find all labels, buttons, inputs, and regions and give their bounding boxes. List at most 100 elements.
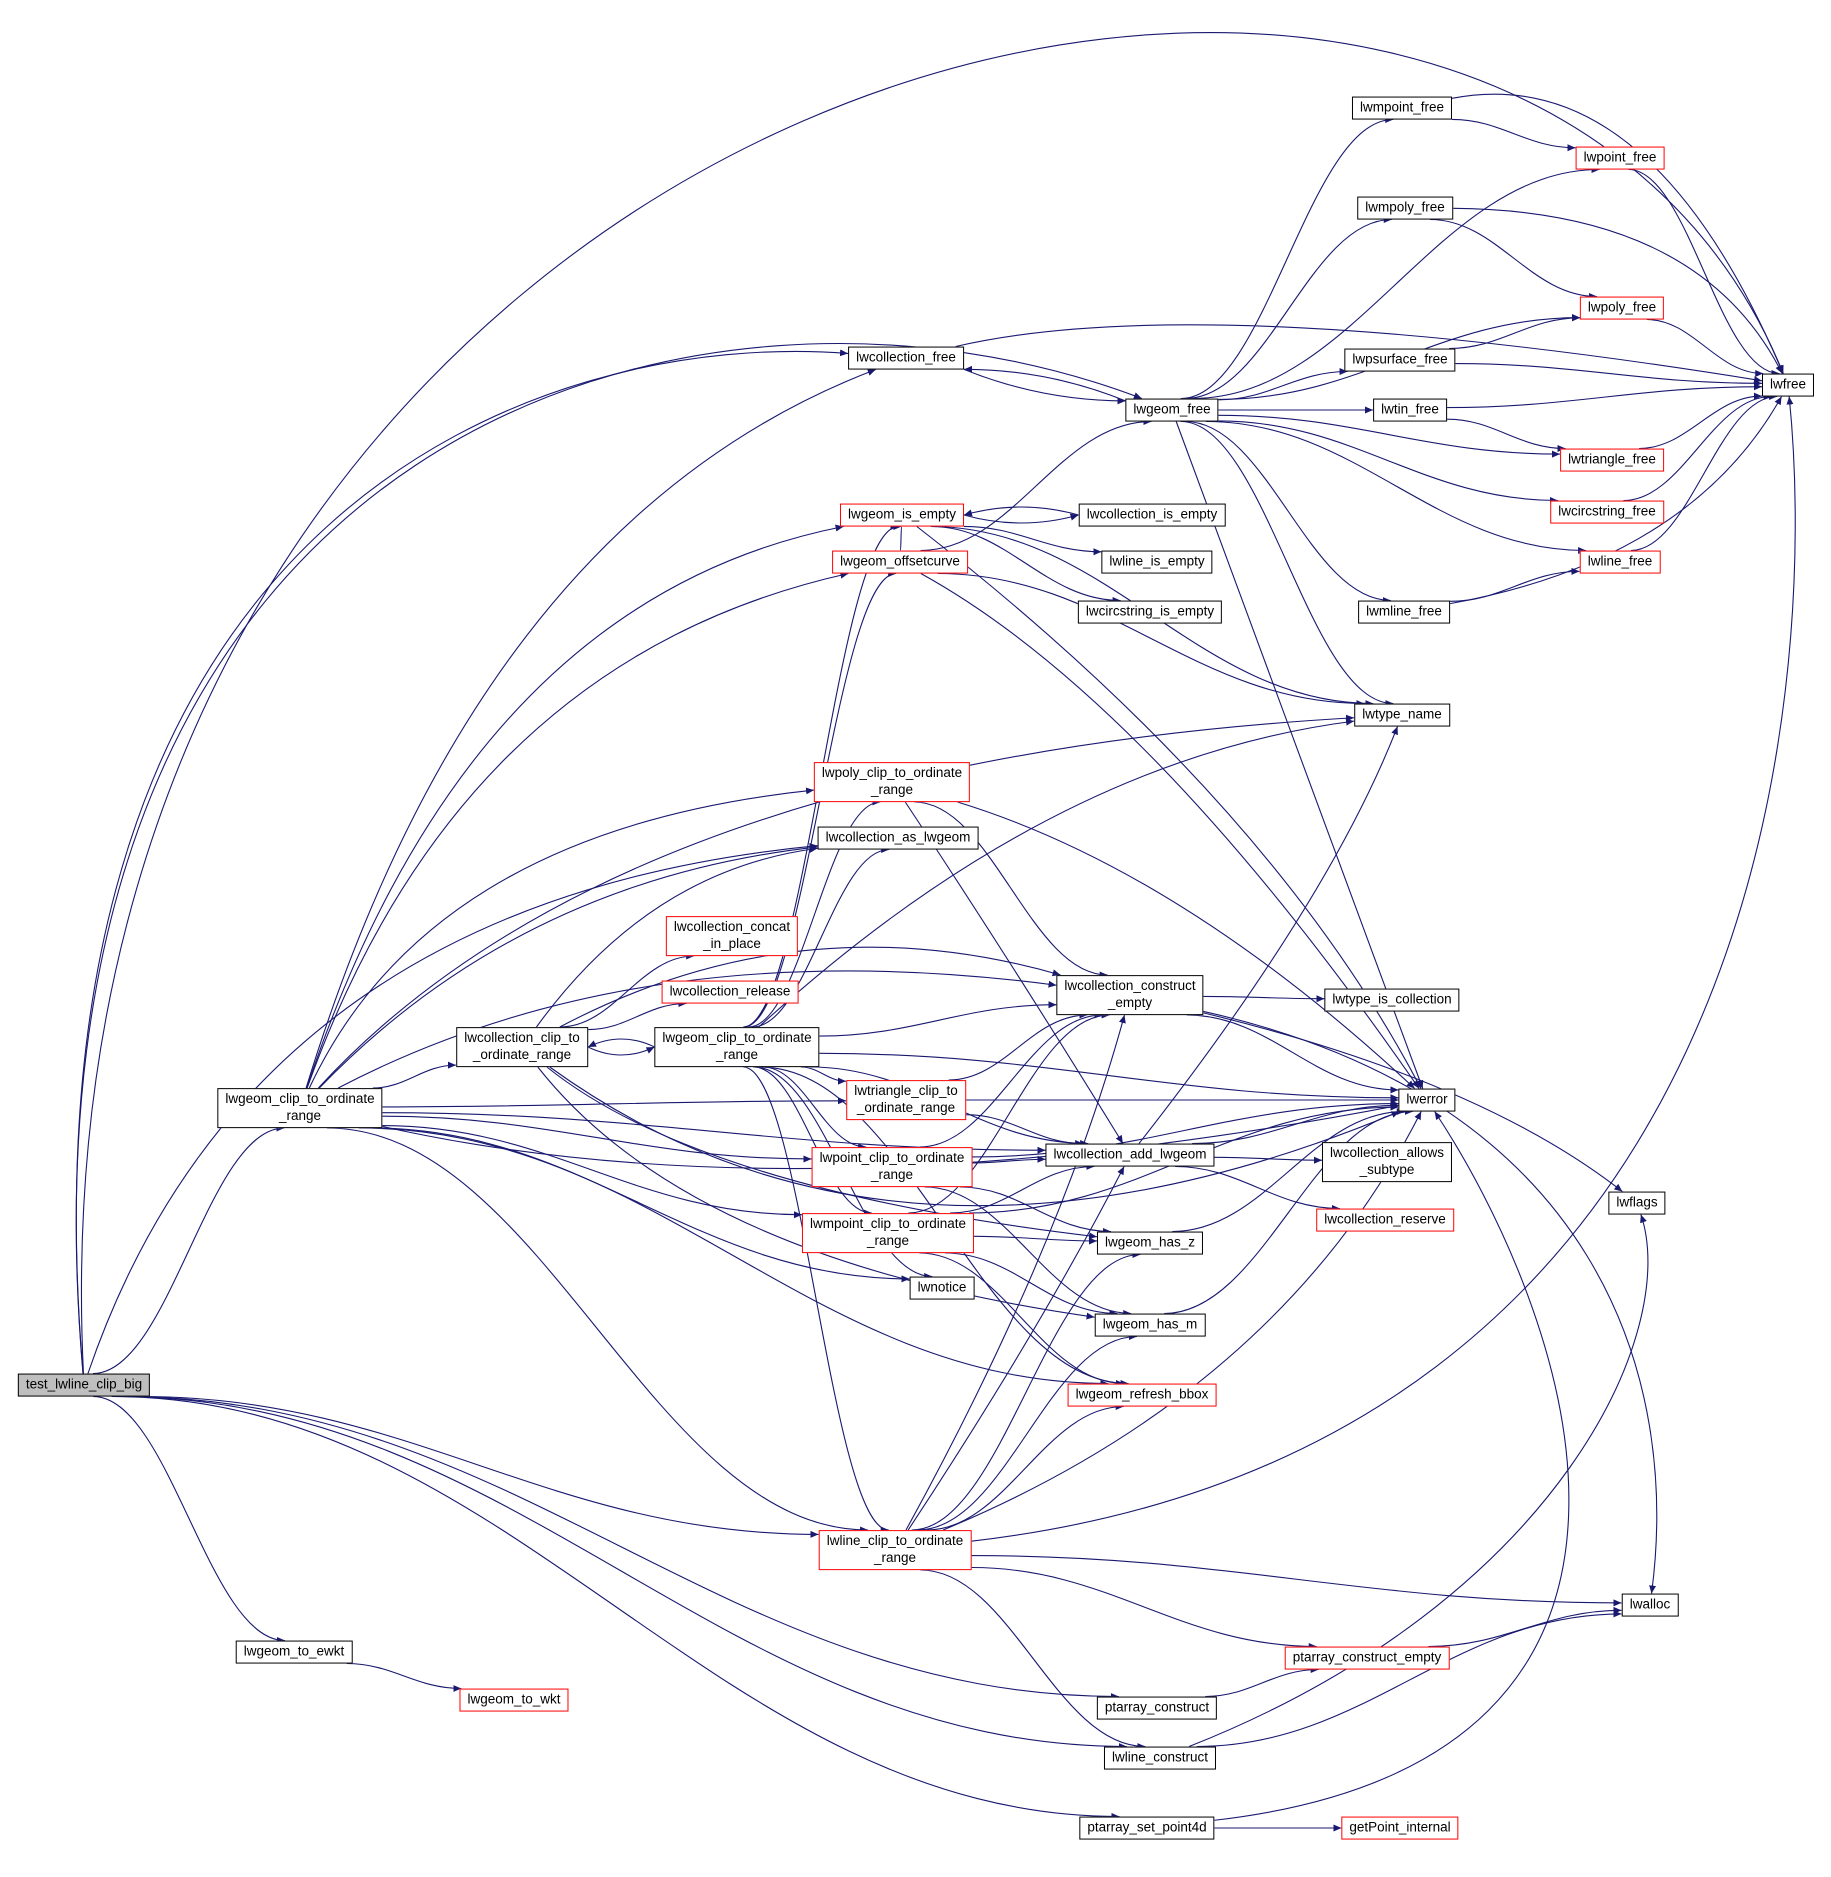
node-towkt[interactable]: lwgeom_to_wkt (459, 1688, 569, 1712)
edge-test-paconstruct (122, 1395, 1119, 1700)
node-tinfree[interactable]: lwtin_free (1373, 398, 1447, 422)
edge-clip1-mpointclip (382, 1124, 803, 1219)
edge-test-colfree (75, 349, 849, 1374)
edge-clip1-pointclip (382, 1115, 812, 1163)
edge-addlwgeom-error (1192, 1101, 1399, 1145)
node-flags[interactable]: lwflags (1608, 1191, 1666, 1215)
node-concat[interactable]: lwcollection_concat _in_place (665, 916, 799, 956)
edge-lineclip-hasz (911, 1251, 1141, 1531)
node-clip1[interactable]: lwgeom_clip_to_ordinate _range (217, 1088, 383, 1128)
edge-constructempty-typeiscol (1203, 995, 1325, 1003)
edge-lineclip-error (942, 1111, 1422, 1531)
node-mlinefree[interactable]: lwmline_free (1358, 600, 1450, 624)
node-hasz[interactable]: lwgeom_has_z (1096, 1231, 1204, 1255)
node-aslwgeom[interactable]: lwcollection_as_lwgeom (817, 826, 979, 850)
edge-pointclip-error (972, 1100, 1399, 1158)
edge-clip1-isempty (306, 524, 844, 1089)
edge-mpointclip-constructempty (908, 1011, 1110, 1214)
node-colfree[interactable]: lwcollection_free (848, 346, 964, 370)
node-reserve[interactable]: lwcollection_reserve (1316, 1208, 1454, 1232)
node-typeiscol[interactable]: lwtype_is_collection (1324, 988, 1460, 1012)
node-lineconstruct[interactable]: lwline_construct (1103, 1746, 1217, 1770)
node-psurffree[interactable]: lwpsurface_free (1344, 348, 1456, 372)
edge-hasz-error (1172, 1108, 1405, 1233)
edge-geomfree-trifree (1218, 414, 1561, 458)
node-pasetpoint4d[interactable]: ptarray_set_point4d (1079, 1816, 1215, 1840)
node-alloc[interactable]: lwalloc (1621, 1593, 1679, 1617)
edge-lineclip-free (971, 396, 1796, 1542)
node-circisempty[interactable]: lwcircstring_is_empty (1077, 600, 1223, 624)
edge-colclip-hasm (537, 1066, 1095, 1320)
edge-clip2-lineclip (743, 1066, 889, 1534)
edge-psurffree-polyfree (1449, 314, 1581, 350)
node-polyfree[interactable]: lwpoly_free (1579, 296, 1665, 320)
node-lineclip[interactable]: lwline_clip_to_ordinate _range (818, 1530, 972, 1570)
node-error[interactable]: lwerror (1398, 1088, 1456, 1112)
edge-lineclip-constructempty (905, 1014, 1126, 1531)
edge-test-free (80, 32, 1784, 1374)
node-clip2[interactable]: lwgeom_clip_to_ordinate _range (654, 1027, 820, 1067)
edge-polyclip-constructempty (914, 801, 1108, 979)
node-circfree[interactable]: lwcircstring_free (1550, 500, 1664, 524)
node-release[interactable]: lwcollection_release (661, 980, 799, 1004)
node-polyclip[interactable]: lwpoly_clip_to_ordinate _range (813, 762, 971, 802)
edge-clip2-mpointclip (753, 1066, 872, 1217)
node-linefree[interactable]: lwline_free (1579, 550, 1661, 574)
edge-clip2-constructempty (819, 1001, 1057, 1037)
node-geomfree[interactable]: lwgeom_free (1125, 398, 1219, 422)
node-paconstructempty[interactable]: ptarray_construct_empty (1284, 1646, 1450, 1670)
node-free[interactable]: lwfree (1761, 373, 1815, 397)
edge-mpointclip-refreshbbox (919, 1252, 1124, 1387)
node-pointfree[interactable]: lwpoint_free (1575, 146, 1665, 170)
edge-clip1-triclip (382, 1097, 847, 1108)
edge-offsetcurve-typename (937, 572, 1365, 707)
node-triclip[interactable]: lwtriangle_clip_to _ordinate_range (846, 1080, 966, 1120)
edge-test-lineclip (140, 1395, 819, 1538)
edge-test-toewkt (93, 1395, 285, 1644)
edge-clip1-lineclip (326, 1127, 869, 1534)
edge-mpolyfree-polyfree (1429, 218, 1598, 300)
node-trifree[interactable]: lwtriangle_free (1560, 448, 1664, 472)
edge-geomfree-mpointfree (1180, 116, 1394, 400)
node-getpointinternal[interactable]: getPoint_internal (1341, 1816, 1459, 1840)
edge-geomfree-pointfree (1192, 166, 1600, 400)
edge-clip2-typename (758, 718, 1355, 1028)
edge-clip2-error (819, 1052, 1399, 1102)
node-mpointfree[interactable]: lwmpoint_free (1351, 96, 1453, 120)
node-test[interactable]: test_lwline_clip_big (17, 1373, 151, 1397)
edge-colclip-release (587, 1000, 687, 1031)
node-mpointclip[interactable]: lwmpoint_clip_to_ordinate _range (801, 1213, 975, 1253)
node-pointclip[interactable]: lwpoint_clip_to_ordinate _range (811, 1147, 973, 1187)
node-paconstruct[interactable]: ptarray_construct (1096, 1696, 1218, 1720)
edge-clip2-triclip (800, 1066, 847, 1085)
node-constructempty[interactable]: lwcollection_construct _empty (1056, 975, 1204, 1015)
edge-isempty-colisempty (963, 513, 1079, 524)
node-isempty[interactable]: lwgeom_is_empty (839, 503, 965, 527)
node-addlwgeom[interactable]: lwcollection_add_lwgeom (1045, 1143, 1215, 1167)
edge-psurffree-free (1455, 363, 1763, 387)
edge-clip1-aslwgeom (318, 844, 818, 1089)
edge-clip1-colclip (372, 1061, 457, 1089)
edge-mpointfree-pointfree (1451, 118, 1576, 152)
edge-colclip-concat (559, 952, 695, 1028)
edge-geomfree-linefree (1205, 420, 1587, 554)
node-colisempty[interactable]: lwcollection_is_empty (1078, 503, 1226, 527)
node-offsetcurve[interactable]: lwgeom_offsetcurve (832, 550, 968, 574)
edge-mlinefree-free (1449, 396, 1783, 605)
node-typename[interactable]: lwtype_name (1354, 703, 1450, 727)
edge-test-aslwgeom (87, 842, 818, 1374)
edge-clip1-refreshbbox (358, 1127, 1109, 1387)
node-toewkt[interactable]: lwgeom_to_ewkt (235, 1640, 353, 1664)
node-lineisempty[interactable]: lwline_is_empty (1101, 550, 1213, 574)
edge-geomfree-typename (1180, 420, 1394, 707)
edge-pointfree-free (1628, 168, 1780, 377)
edge-colisempty-isempty (963, 506, 1079, 517)
node-notice[interactable]: lwnotice (909, 1276, 975, 1300)
node-hasm[interactable]: lwgeom_has_m (1094, 1313, 1206, 1337)
node-mpolyfree[interactable]: lwmpoly_free (1357, 196, 1453, 220)
node-refreshbbox[interactable]: lwgeom_refresh_bbox (1067, 1383, 1217, 1407)
edge-clip1-notice (371, 1127, 910, 1283)
edge-pointclip-hasz (959, 1186, 1111, 1235)
node-allowssub[interactable]: lwcollection_allows _subtype (1321, 1142, 1453, 1182)
node-colclip[interactable]: lwcollection_clip_to _ordinate_range (456, 1027, 588, 1067)
